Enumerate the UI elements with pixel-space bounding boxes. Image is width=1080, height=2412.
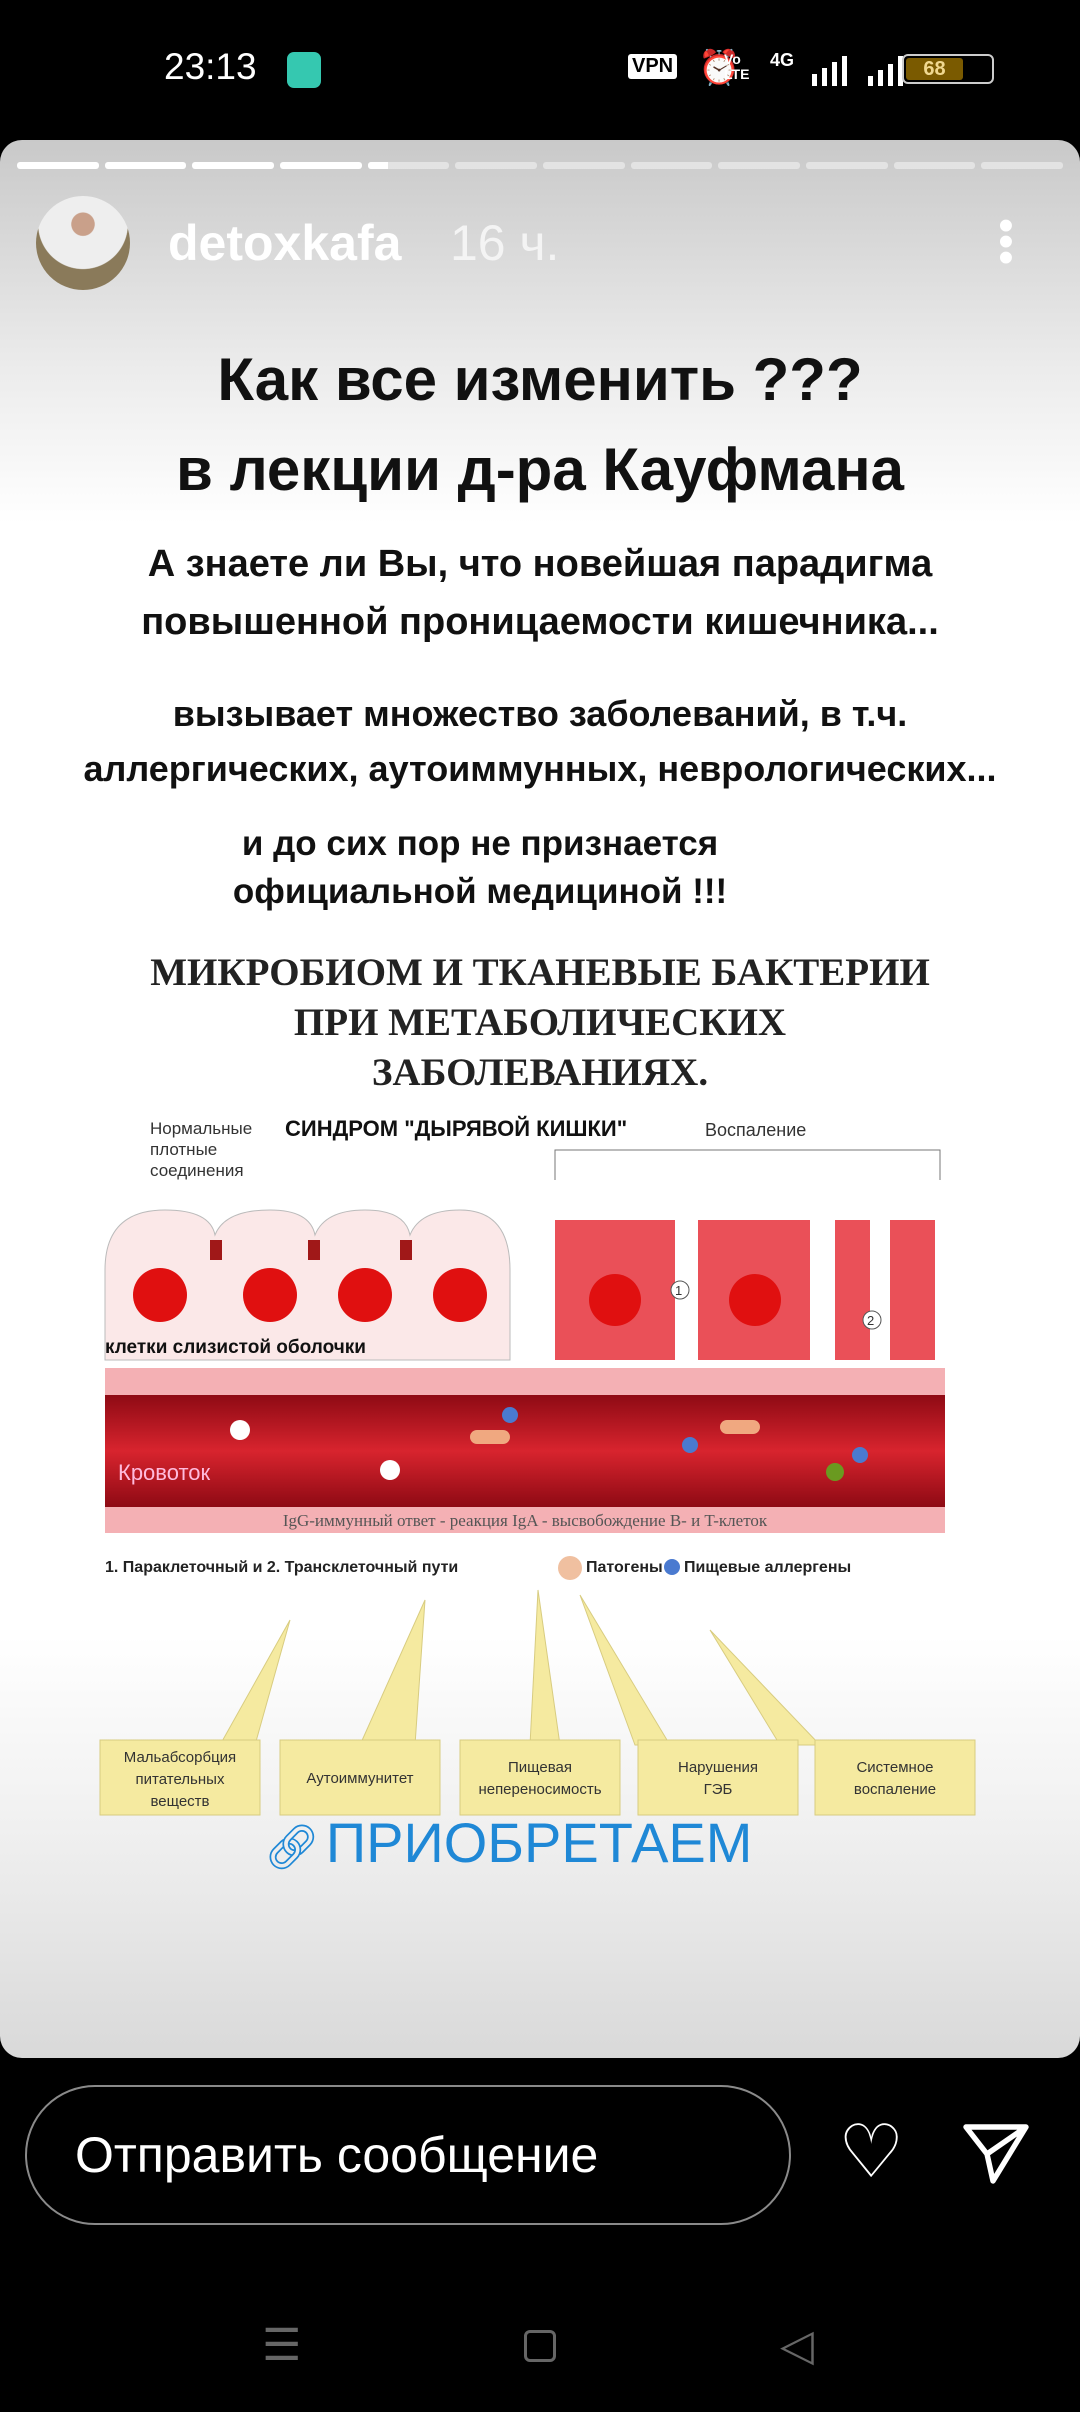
text-line: А знаете ли Вы, что новейшая парадигма [147, 543, 933, 585]
progress-segment [718, 162, 801, 169]
normal-junction-label: плотные [150, 1140, 217, 1159]
normal-junction-label: соединения [150, 1161, 244, 1180]
box-text: Нарушения [678, 1759, 758, 1776]
headline-line: в лекции д-ра Кауфмана [176, 436, 904, 503]
text-line: МИКРОБИОМ И ТКАНЕВЫЕ БАКТЕРИИ [150, 951, 930, 994]
nav-back-button[interactable]: ◁ [780, 2321, 814, 2370]
status-time: 23:13 [164, 46, 257, 87]
paragraph-2: вызывает множество заболеваний, в т.ч. а… [0, 686, 1080, 796]
status-bar: 23:13 VPN ⏰ Vo LTE 4G 68 [0, 0, 1080, 140]
path-marker-1: 1 [675, 1283, 682, 1298]
nav-menu-button[interactable]: ☰ [262, 2321, 302, 2370]
progress-segment [192, 162, 275, 169]
text-line: ПРИ МЕТАБОЛИЧЕСКИХ [293, 1001, 787, 1044]
progress-segment [806, 162, 888, 169]
send-icon[interactable] [960, 2118, 1032, 2190]
blood-vessel [105, 1395, 945, 1507]
box-text: Аутоиммунитет [306, 1770, 413, 1787]
more-options-icon[interactable]: ••• [998, 201, 1014, 282]
post-time: 16 ч. [450, 215, 560, 271]
vessel-caption: IgG-иммунный ответ - реакция IgA - высво… [283, 1511, 768, 1530]
normal-junction-label: Нормальные [150, 1119, 252, 1138]
progress-segment [280, 162, 362, 169]
progress-segment [630, 162, 713, 169]
text-line: и до сих пор не признается [241, 824, 719, 863]
progress-segment [981, 162, 1064, 169]
text-line: повышенной проницаемости кишечника... [141, 601, 939, 643]
box-text: ГЭБ [704, 1781, 733, 1798]
avatar[interactable] [36, 196, 130, 290]
legend-allergens: Пищевые аллергены [684, 1559, 851, 1576]
mucosa-cells-label: клетки слизистой оболочки [105, 1337, 366, 1358]
progress-segment [455, 162, 538, 169]
pathogen-icon [558, 1556, 582, 1580]
path-marker-2: 2 [867, 1313, 874, 1328]
legend-pathogens: Патогены [586, 1559, 663, 1576]
text-line: аллергических, аутоиммунных, неврологиче… [83, 748, 997, 789]
leaky-gut-diagram: Нормальные плотные соединения СИНДРОМ "ДЫР… [99, 1116, 976, 1816]
battery-level: 68 [906, 58, 964, 80]
diagram-heading: СИНДРОМ "ДЫРЯВОЙ КИШКИ" [285, 1116, 627, 1141]
paragraph-1: А знаете ли Вы, что новейшая парадигма п… [0, 535, 1080, 651]
box-text: Системное [856, 1759, 933, 1776]
story-card[interactable]: detoxkafa 16 ч. ••• Как все изменить ???… [0, 140, 1080, 2058]
box-text: Пищевая [508, 1759, 572, 1776]
box-text: воспаление [854, 1781, 936, 1798]
message-input[interactable]: Отправить сообщение [25, 2085, 791, 2225]
progress-segment [893, 162, 976, 169]
signal-icon [812, 54, 912, 86]
nav-home-button[interactable] [524, 2330, 556, 2362]
volte-icon: Vo LTE [724, 51, 750, 82]
text-line: вызывает множество заболеваний, в т.ч. [172, 693, 908, 734]
alarm-icon: ⏰ [698, 49, 741, 87]
outcome-boxes: Мальабсорбция питательных веществ Аутоимму… [124, 1749, 936, 1810]
network-type-icon: 4G [770, 50, 795, 70]
legend-paths: 1. Параклеточный и 2. Трансклеточный пут… [105, 1559, 458, 1576]
username[interactable]: detoxkafa [168, 215, 402, 271]
paragraph-3: и до сих пор не признается официальной м… [0, 820, 1020, 916]
story-progress [17, 162, 1064, 169]
link-sticker[interactable]: 🔗︎ПРИОБРЕТАЕМ [264, 1810, 752, 1875]
battery-icon: 68 [902, 54, 994, 84]
headline: Как все изменить ??? в лекции д-ра Кауфм… [0, 335, 1080, 515]
box-text: питательных [136, 1771, 225, 1788]
link-label: ПРИОБРЕТАЕМ [325, 1811, 753, 1874]
progress-segment [543, 162, 625, 169]
vpn-icon: VPN [628, 54, 678, 79]
headline-line: Как все изменить ??? [217, 346, 863, 413]
link-icon: 🔗︎ [264, 1823, 320, 1872]
app-notification-icon [287, 52, 321, 88]
text-line: официальной медициной !!! [232, 872, 728, 911]
bloodstream-label: Кровоток [118, 1460, 211, 1485]
allergen-icon [664, 1559, 680, 1575]
diagram-title: МИКРОБИОМ И ТКАНЕВЫЕ БАКТЕРИИ ПРИ МЕТАБО… [0, 948, 1080, 1098]
progress-segment [17, 162, 99, 169]
text-line: ЗАБОЛЕВАНИЯХ. [371, 1051, 709, 1094]
progress-segment [104, 162, 187, 169]
inflammation-label: Воспаление [705, 1120, 806, 1140]
normal-cells [104, 1209, 511, 1361]
box-text: Мальабсорбция [124, 1749, 236, 1766]
inflamed-cells [555, 1220, 935, 1360]
box-text: веществ [151, 1793, 210, 1810]
like-heart-icon[interactable]: ♡ [838, 2110, 905, 2193]
box-text: непереносимость [478, 1781, 601, 1798]
progress-segment [367, 162, 450, 169]
